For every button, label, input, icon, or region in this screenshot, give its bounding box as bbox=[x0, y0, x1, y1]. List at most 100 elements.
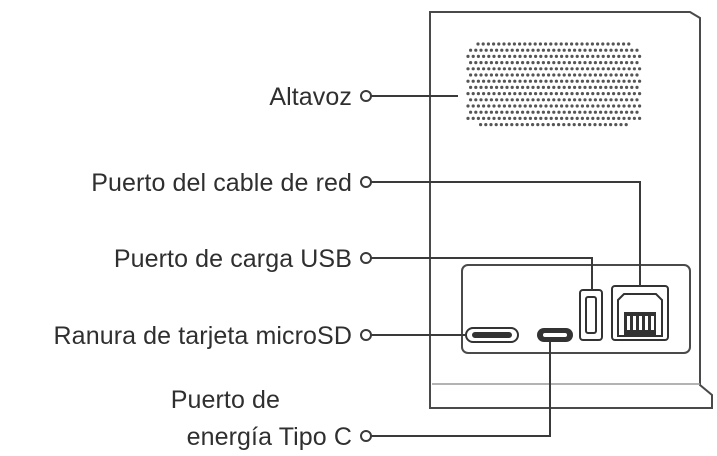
grille-hole bbox=[487, 54, 491, 59]
grille-hole bbox=[521, 48, 525, 52]
grille-hole bbox=[560, 104, 564, 108]
grille-hole bbox=[549, 92, 553, 96]
grille-hole bbox=[588, 85, 592, 89]
grille-hole bbox=[551, 123, 556, 127]
grille-hole bbox=[578, 48, 582, 52]
grille-hole bbox=[557, 110, 561, 114]
grille-hole bbox=[489, 110, 493, 114]
grille-hole bbox=[627, 104, 631, 108]
grille-hole bbox=[562, 123, 566, 127]
grille-hole bbox=[508, 67, 512, 71]
grille-hole bbox=[486, 42, 490, 46]
grille-hole bbox=[619, 110, 624, 114]
grille-hole bbox=[502, 42, 506, 46]
grille-hole bbox=[494, 123, 498, 127]
grille-hole bbox=[583, 123, 587, 127]
grille-hole bbox=[541, 110, 546, 114]
grille-hole bbox=[484, 98, 488, 102]
network-callout-dot bbox=[360, 176, 372, 188]
grille-hole bbox=[466, 92, 470, 96]
grille-hole bbox=[476, 92, 480, 96]
grille-hole bbox=[523, 116, 527, 120]
grille-hole bbox=[619, 48, 624, 52]
grille-hole bbox=[606, 42, 610, 46]
grille-hole bbox=[593, 85, 598, 89]
grille-hole bbox=[513, 54, 517, 59]
grille-hole bbox=[617, 92, 621, 96]
grille-hole bbox=[606, 54, 611, 59]
grille-hole bbox=[541, 61, 546, 65]
grille-hole bbox=[502, 79, 506, 83]
grille-hole bbox=[541, 98, 546, 102]
grille-hole bbox=[536, 98, 540, 102]
grille-hole bbox=[492, 92, 496, 96]
power-callout-dot bbox=[360, 430, 372, 442]
grille-hole bbox=[575, 92, 579, 96]
grille-hole bbox=[500, 48, 504, 52]
grille-hole bbox=[609, 123, 613, 127]
grille-hole bbox=[549, 79, 553, 83]
grille-hole bbox=[580, 79, 585, 83]
grille-hole bbox=[588, 73, 592, 77]
grille-hole bbox=[567, 85, 572, 89]
grille-hole bbox=[591, 104, 595, 108]
grille-hole bbox=[575, 42, 579, 46]
power-port-label-line1: Puerto de bbox=[170, 386, 280, 414]
grille-hole bbox=[482, 67, 486, 71]
grille-hole bbox=[586, 116, 590, 120]
grille-hole bbox=[510, 123, 514, 127]
grille-hole bbox=[599, 110, 603, 114]
grille-hole bbox=[487, 116, 491, 120]
grille-hole bbox=[565, 79, 569, 83]
grille-hole bbox=[586, 79, 590, 83]
grille-hole bbox=[609, 98, 613, 102]
grille-hole bbox=[599, 48, 603, 52]
grille-hole bbox=[510, 73, 514, 77]
grille-hole bbox=[570, 116, 574, 120]
grille-hole bbox=[575, 79, 579, 83]
grille-hole bbox=[482, 116, 486, 120]
grille-hole bbox=[632, 92, 637, 96]
power-port-label-line2: energía Tipo C bbox=[186, 423, 352, 451]
grille-hole bbox=[557, 98, 561, 102]
grille-hole bbox=[518, 79, 522, 83]
speaker-callout-dot bbox=[360, 90, 372, 102]
grille-hole bbox=[547, 61, 551, 65]
grille-hole bbox=[612, 79, 616, 83]
grille-hole bbox=[505, 73, 509, 77]
grille-hole bbox=[476, 79, 480, 83]
grille-hole bbox=[570, 42, 574, 46]
grille-hole bbox=[630, 98, 634, 102]
grille-hole bbox=[521, 61, 525, 65]
grille-hole bbox=[557, 61, 561, 65]
grille-hole bbox=[484, 85, 488, 89]
grille-hole bbox=[474, 61, 478, 65]
grille-hole bbox=[495, 61, 499, 65]
grille-hole bbox=[552, 73, 556, 77]
grille-hole bbox=[564, 42, 569, 46]
grille-hole bbox=[484, 73, 488, 77]
grille-hole bbox=[497, 92, 501, 96]
grille-hole bbox=[625, 110, 629, 114]
grille-hole bbox=[523, 92, 527, 96]
grille-hole bbox=[502, 67, 506, 71]
grille-hole bbox=[588, 61, 592, 65]
grille-hole bbox=[502, 116, 506, 120]
grille-hole bbox=[596, 92, 600, 96]
grille-hole bbox=[549, 116, 553, 120]
grille-hole bbox=[632, 67, 637, 71]
grille-hole bbox=[570, 92, 574, 96]
device-body bbox=[429, 11, 713, 409]
grille-hole bbox=[601, 54, 605, 59]
grille-hole bbox=[596, 54, 600, 59]
grille-hole bbox=[619, 61, 624, 65]
grille-hole bbox=[617, 104, 621, 108]
grille-hole bbox=[573, 85, 577, 89]
grille-hole bbox=[549, 42, 553, 46]
grille-hole bbox=[575, 54, 579, 59]
grille-hole bbox=[523, 104, 527, 108]
grille-hole bbox=[554, 92, 559, 96]
grille-hole bbox=[562, 61, 566, 65]
grille-hole bbox=[627, 54, 631, 59]
grille-hole bbox=[601, 79, 605, 83]
